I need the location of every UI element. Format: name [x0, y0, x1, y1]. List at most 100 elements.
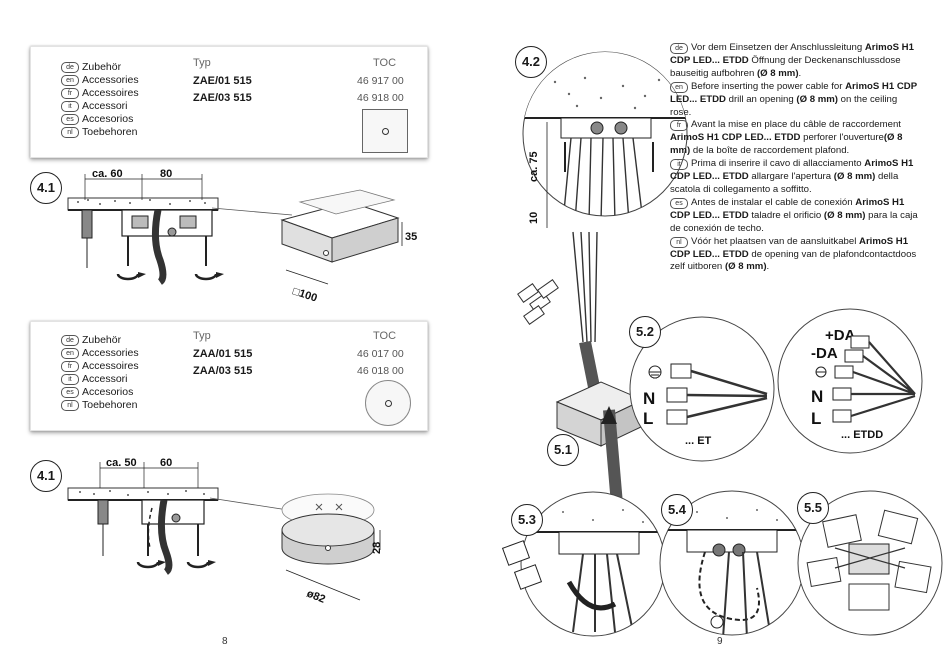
step-badge: 5.2 — [629, 316, 661, 348]
typ-value: ZAA/01 515 — [193, 348, 253, 360]
language-code-badge: fr — [61, 361, 79, 372]
typ-value: ZAE/03 515 — [193, 92, 252, 104]
language-label: Toebehoren — [82, 126, 138, 138]
step-badge: 4.1 — [30, 172, 62, 204]
height-dimension: 28 — [371, 542, 383, 554]
drill-diameter: (Ø 8 mm) — [756, 67, 799, 79]
language-code-badge: nl — [61, 127, 79, 138]
language-label: Accessories — [82, 347, 139, 359]
toc-header: TOC — [373, 330, 397, 342]
typ-value: ZAE/01 515 — [193, 75, 252, 87]
dimension-label: 80 — [160, 168, 172, 180]
product-name: ArimoS H1 CDP LED... ETDD — [670, 196, 905, 221]
live-label: L — [811, 409, 821, 428]
width-dimension: □100 — [291, 285, 318, 304]
instruction-text: della scatola di collegamento a soffitto… — [670, 171, 899, 195]
language-code-badge: it — [61, 374, 79, 385]
square-rose-thumbnail — [362, 109, 408, 153]
dimension-label: ca. 60 — [92, 168, 123, 180]
mounting-diagram-round: ca. 50 60 28 ø82 — [67, 457, 383, 606]
dimension-label: ca. 50 — [106, 457, 137, 469]
toc-value: 46 918 00 — [357, 92, 404, 104]
toc-value: 46 917 00 — [357, 75, 404, 87]
typ-value: ZAA/03 515 — [193, 365, 253, 377]
language-code-badge: es — [61, 114, 79, 125]
language-code-badge: it — [670, 159, 688, 171]
dali-minus-label: -DA — [811, 345, 838, 362]
instruction-text: de la boîte de raccordement plafond. — [690, 145, 850, 157]
language-code-badge: nl — [61, 400, 79, 411]
neutral-label: N — [811, 387, 823, 406]
language-label: Accesorios — [82, 386, 134, 398]
instruction-text: para la caja de conexión de techo. — [670, 209, 918, 234]
drill-diameter: (Ø 8 mm) — [796, 93, 838, 105]
instruction-text: Öffnung der Deckenanschlussdose bauseiti… — [670, 54, 901, 79]
drill-diameter: (Ø 8 mm) — [670, 132, 903, 157]
language-label: Accessori — [82, 373, 128, 385]
dali-plus-label: +DA — [825, 327, 856, 344]
product-name: ArimoS H1 CDP LED... ETDD — [670, 42, 914, 66]
language-label: Accessoires — [82, 360, 139, 372]
wiring-detail-etdd: +DA -DA N L ... ETDD — [777, 308, 923, 454]
toc-header: TOC — [373, 57, 397, 69]
product-name: ArimoS H1 CDP LED... ETDD — [670, 132, 801, 144]
toc-value: 46 017 00 — [357, 348, 404, 360]
step-badge: 5.3 — [511, 504, 543, 536]
page-number: 9 — [717, 636, 723, 647]
strip-dimension: 10 — [528, 212, 540, 224]
language-code-badge: it — [61, 101, 79, 112]
instruction-text: Before inserting the power cable for — [691, 80, 846, 92]
language-label: Accesorios — [82, 113, 134, 125]
step-badge: 4.1 — [30, 460, 62, 492]
language-code-badge: es — [61, 387, 79, 398]
height-dimension: 35 — [405, 231, 417, 243]
language-code-badge: en — [61, 348, 79, 359]
dimension-label: 60 — [160, 457, 172, 469]
wiring-detail-et: N L ... ET — [629, 316, 775, 462]
drill-diameter: (Ø 8 mm) — [724, 261, 767, 273]
drilling-diagram: ca. 75 10 — [522, 51, 688, 228]
instruction-text: Vóór het plaatsen van de aansluitkabel — [691, 235, 860, 247]
language-code-badge: fr — [670, 120, 688, 132]
instruction-text: de opening van de plafondcontactdoos zel… — [670, 248, 917, 273]
product-name: ArimoS H1 CDP LED... ETDD — [670, 158, 914, 183]
drill-diameter: (Ø 8 mm) — [823, 209, 866, 221]
instruction-text: allargare l'apertura — [748, 171, 834, 183]
live-label: L — [643, 409, 653, 428]
language-label: Toebehoren — [82, 399, 138, 411]
length-dimension: ca. 75 — [528, 151, 540, 182]
neutral-label: N — [643, 389, 655, 408]
step-badge: 5.4 — [661, 494, 693, 526]
instruction-text: Antes de instalar el cable de conexión — [691, 196, 856, 208]
instruction-text: taladre el orificio — [748, 209, 824, 221]
drill-diameter: (Ø 8 mm) — [833, 171, 876, 183]
language-label: Accessories — [82, 74, 139, 86]
instruction-text: Avant la mise en place du câble de racco… — [691, 119, 901, 131]
variant-label: ... ETDD — [841, 429, 883, 441]
typ-header: Typ — [193, 330, 211, 342]
language-code-badge: de — [61, 62, 79, 73]
instruction-text: perforer l'ouverture — [800, 132, 884, 144]
instruction-text: drill an opening — [725, 93, 797, 105]
instruction-text: on the ceiling rose. — [670, 93, 898, 118]
language-code-badge: de — [61, 335, 79, 346]
language-label: Zubehör — [82, 61, 122, 73]
